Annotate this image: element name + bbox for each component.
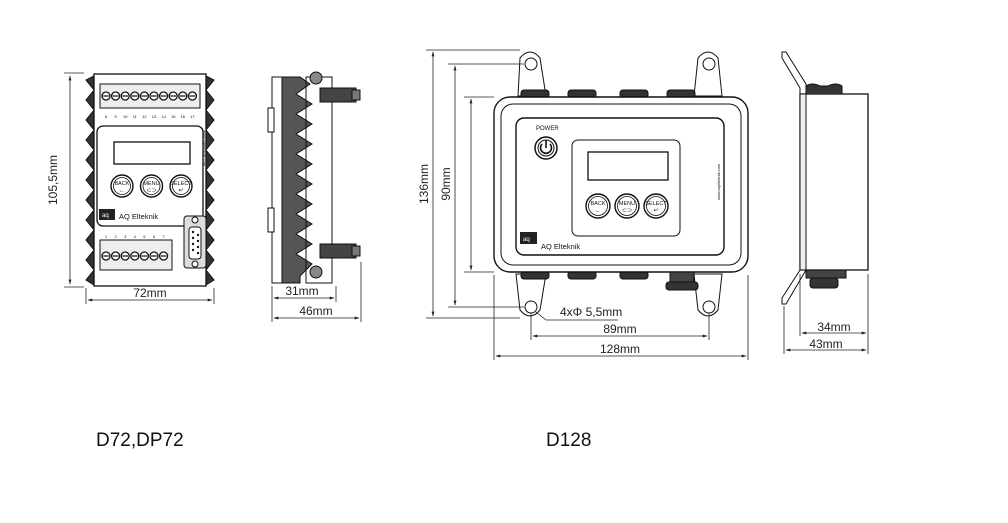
d72-db9-connector	[183, 215, 207, 269]
d128-bottom-connector	[665, 271, 699, 291]
button-symbol-icon: ⊂⊃	[622, 208, 632, 214]
terminal-screw	[168, 91, 178, 101]
d72-depth-inner-dim: 31mm	[285, 284, 318, 298]
menu-button[interactable]: MENU⊂⊃	[614, 193, 640, 219]
terminal-screw	[149, 91, 159, 101]
terminal-number: 16	[181, 114, 186, 119]
select-button[interactable]: SELECT↵	[169, 174, 193, 198]
button-symbol-icon: ←	[119, 188, 125, 194]
d128-dimensions	[426, 49, 749, 360]
terminal-screw	[158, 91, 169, 101]
button-label: SELECT	[645, 201, 667, 207]
button-label: SELECT	[170, 181, 192, 187]
d128-side-view	[781, 51, 869, 305]
terminal-screw	[139, 91, 150, 101]
terminal-screw	[101, 251, 111, 261]
terminal-number: 5	[143, 234, 146, 239]
d128-side-dimensions	[783, 274, 869, 354]
terminal-number: 4	[134, 234, 137, 239]
terminal-screw	[101, 91, 111, 101]
d128-depth-outer-dim: 43mm	[809, 337, 842, 351]
terminal-screw	[130, 251, 140, 261]
svg-text:aq: aq	[523, 237, 530, 243]
terminal-number: 17	[190, 114, 195, 119]
d72-side-ribs	[281, 76, 313, 284]
d72-brand-label: AQ Elteknik	[119, 212, 158, 221]
button-symbol-icon: ↵	[653, 208, 658, 214]
terminal-screw	[139, 251, 150, 261]
d128-hole-spacing-dim: 89mm	[603, 322, 636, 336]
d72-width-dim: 72mm	[133, 286, 166, 300]
button-label: BACK	[115, 181, 130, 187]
d128-holes-dim: 4xΦ 5,5mm	[560, 305, 622, 319]
d72-height-dim: 105,5mm	[46, 155, 60, 205]
d72-logo	[99, 209, 115, 220]
select-button[interactable]: SELECT↵	[643, 193, 669, 219]
terminal-screw	[149, 251, 159, 261]
d128-brand-label: AQ Elteknik	[541, 242, 580, 251]
terminal-number: 2	[114, 234, 117, 239]
d128-width-dim: 128mm	[600, 342, 640, 356]
terminal-number: 3	[124, 234, 127, 239]
d128-website: www.aqelteknik.com	[716, 163, 721, 200]
svg-text:aq: aq	[102, 213, 109, 219]
d128-front-view: POWER BACK←MENU⊂⊃SELECT↵ aq AQ Elteknik …	[493, 51, 749, 317]
d72-depth-outer-dim: 46mm	[299, 304, 332, 318]
d128-height-inner-dim: 90mm	[439, 167, 453, 200]
terminal-screw	[178, 91, 188, 101]
d128-logo	[520, 232, 537, 244]
terminal-number: 8	[105, 114, 108, 119]
d72-side-dimensions	[271, 262, 362, 322]
terminal-screw	[110, 91, 121, 101]
d72-display	[113, 141, 191, 165]
d72-website: www.aqelteknik.com	[202, 130, 207, 167]
button-symbol-icon: ←	[595, 208, 601, 214]
terminal-number: 9	[114, 114, 117, 119]
terminal-screw	[158, 251, 169, 261]
d72-right-ribs	[205, 75, 215, 286]
terminal-number: 10	[123, 114, 128, 119]
terminal-screw	[130, 91, 140, 101]
terminal-number: 1	[105, 234, 108, 239]
terminal-screw	[120, 91, 130, 101]
d72-side-view	[267, 71, 361, 284]
d128-depth-inner-dim: 34mm	[817, 320, 850, 334]
terminal-number: 6	[153, 234, 156, 239]
terminal-screw	[120, 251, 130, 261]
terminal-number: 7	[162, 234, 165, 239]
button-label: MENU	[143, 181, 159, 187]
back-button[interactable]: BACK←	[110, 174, 134, 198]
d72-left-ribs	[85, 75, 95, 286]
back-button[interactable]: BACK←	[585, 193, 611, 219]
terminal-number: 12	[142, 114, 147, 119]
d72-caption: D72,DP72	[96, 430, 184, 451]
d128-display	[587, 151, 669, 181]
button-label: BACK	[591, 201, 606, 207]
terminal-number: 11	[133, 114, 138, 119]
terminal-screw	[110, 251, 121, 261]
power-icon	[534, 136, 558, 160]
button-label: MENU	[619, 201, 635, 207]
terminal-number: 15	[171, 114, 176, 119]
d128-power-label: POWER	[536, 126, 559, 132]
terminal-screw	[187, 91, 198, 101]
terminal-number: 14	[161, 114, 166, 119]
button-symbol-icon: ↵	[178, 188, 183, 194]
button-symbol-icon: ⊂⊃	[146, 188, 156, 194]
d72-dimensions	[64, 72, 215, 304]
terminal-number: 13	[152, 114, 157, 119]
d128-height-outer-dim: 136mm	[417, 164, 431, 204]
d128-caption: D128	[546, 430, 592, 451]
menu-button[interactable]: MENU⊂⊃	[139, 174, 164, 198]
